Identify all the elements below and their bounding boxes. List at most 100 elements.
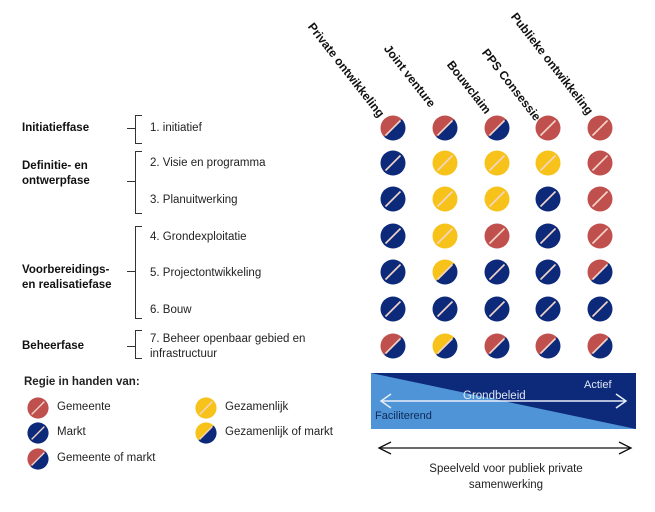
bracket-tick [127,128,136,129]
step-label-7-line2: infrastructuur [150,348,218,360]
legend-swatch-1 [27,397,49,419]
regie-dot-icon [587,259,613,285]
regie-dot-icon [535,296,561,322]
regie-dot-icon [587,150,613,176]
regie-dot-icon [432,296,458,322]
regie-dot-icon [432,223,458,249]
cell-r6-c3 [484,296,510,322]
regie-dot-icon [535,259,561,285]
bracket-tick [127,346,136,347]
regie-dot-icon [535,150,561,176]
legend-label-3: Gemeente of markt [57,452,156,464]
bracket-voorbereiding-realisatiefase [135,226,142,319]
legend-swatch-5 [195,422,217,444]
regie-dot-icon [587,333,613,359]
regie-dot-icon [380,259,406,285]
regie-dot-icon [380,150,406,176]
arrow-left-icon [379,393,392,409]
regie-dot-icon [432,259,458,285]
phase-beheerfase: Beheerfase [22,340,85,352]
speelveld-line2: samenwerking [468,479,544,491]
regie-dot-icon [484,186,510,212]
cell-r7-c3 [484,333,510,359]
cell-r5-c1 [380,259,406,285]
grondbeleid-title: Grondbeleid [463,390,526,402]
cell-r1-c2 [432,115,458,141]
step-label-3: 3. Planuitwerking [150,194,238,206]
regie-dot-icon [432,115,458,141]
cell-r3-c3 [484,186,510,212]
legend-title: Regie in handen van: [24,376,140,388]
bracket-definitie-ontwerpfase [135,151,142,214]
column-header-3: Bouwclaim [443,58,495,117]
regie-dot-icon [484,223,510,249]
regie-dot-icon [535,115,561,141]
column-header-2: Joint venture [380,42,439,111]
regie-dot-icon [484,259,510,285]
cell-r1-c4 [535,115,561,141]
bracket-beheerfase [135,330,142,359]
cell-r1-c5 [587,115,613,141]
legend-label-1: Gemeente [57,401,111,413]
step-label-1: 1. initiatief [150,122,202,134]
regie-dot-icon [380,223,406,249]
cell-r1-c3 [484,115,510,141]
speelveld-arrow [377,441,633,455]
column-header-1: Private ontwikkeling [304,20,388,121]
legend-swatch-4 [195,397,217,419]
step-label-4: 4. Grondexploitatie [150,231,247,243]
regie-dot-icon [535,186,561,212]
legend-dot-icon [27,397,49,419]
regie-dot-icon [432,150,458,176]
cell-r5-c3 [484,259,510,285]
arrow-left-icon [377,441,392,455]
step-label-7-line1: 7. Beheer openbaar gebied en [150,333,306,345]
legend-label-4: Gezamenlijk [225,401,289,413]
regie-dot-icon [484,333,510,359]
cell-r3-c4 [535,186,561,212]
cell-r4-c5 [587,223,613,249]
cell-r3-c2 [432,186,458,212]
cell-r4-c2 [432,223,458,249]
step-label-6: 6. Bouw [150,304,192,316]
regie-dot-icon [484,296,510,322]
regie-dot-icon [380,115,406,141]
regie-dot-icon [380,186,406,212]
cell-r5-c4 [535,259,561,285]
cell-r2-c3 [484,150,510,176]
cell-r6-c2 [432,296,458,322]
cell-r4-c4 [535,223,561,249]
step-label-2: 2. Visie en programma [150,157,266,169]
regie-dot-icon [380,333,406,359]
cell-r3-c5 [587,186,613,212]
legend-dot-icon [27,448,49,470]
regie-dot-icon [535,333,561,359]
bracket-tick [127,271,136,272]
cell-r7-c4 [535,333,561,359]
legend-swatch-3 [27,448,49,470]
cell-r6-c1 [380,296,406,322]
arrow-right-icon [615,393,628,409]
legend-label-5: Gezamenlijk of markt [225,426,334,438]
legend-label-2: Markt [57,426,86,438]
speelveld-line1: Speelveld voor publiek private [429,463,583,475]
cell-r3-c1 [380,186,406,212]
legend-dot-icon [195,397,217,419]
bracket-tick [127,181,136,182]
phase-initiatieffase: Initiatieffase [22,122,90,134]
regie-dot-icon [587,115,613,141]
legend-dot-icon [27,422,49,444]
regie-dot-icon [535,223,561,249]
regie-dot-icon [587,296,613,322]
phase-voorbereiding-realisatiefase: Voorbereidings- en realisatiefase [22,264,112,291]
grondbeleid-left-label: Faciliterend [375,410,432,422]
cell-r7-c1 [380,333,406,359]
phase-definitie-ontwerpfase: Definitie- en ontwerpfase [22,160,90,187]
regie-dot-icon [432,186,458,212]
cell-r1-c1 [380,115,406,141]
cell-r6-c5 [587,296,613,322]
legend-swatch-2 [27,422,49,444]
legend-dot-icon [195,422,217,444]
grondbeleid-band [371,373,636,429]
cell-r2-c2 [432,150,458,176]
